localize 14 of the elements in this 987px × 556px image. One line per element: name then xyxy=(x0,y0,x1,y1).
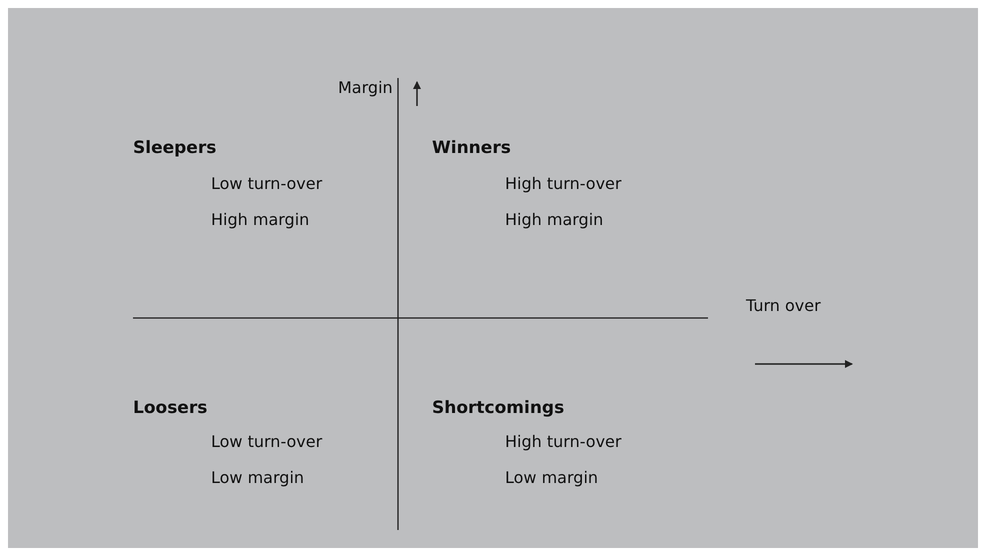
axis-label: Turn over xyxy=(746,296,821,316)
quadrant-text: High margin xyxy=(211,210,310,230)
quadrant-text: High margin xyxy=(505,210,604,230)
quadrant-text: Low margin xyxy=(505,468,598,488)
quadrant-heading: Loosers xyxy=(133,398,208,418)
quadrant-text: Low turn-over xyxy=(211,174,322,194)
quadrant-heading: Sleepers xyxy=(133,138,216,158)
quadrant-text: Low margin xyxy=(211,468,304,488)
quadrant-heading: Shortcomings xyxy=(432,398,564,418)
quadrant-heading: Winners xyxy=(432,138,511,158)
quadrant-text: High turn-over xyxy=(505,174,622,194)
quadrant-text: High turn-over xyxy=(505,432,622,452)
axis-label: Margin xyxy=(338,78,393,98)
quadrant-text: Low turn-over xyxy=(211,432,322,452)
